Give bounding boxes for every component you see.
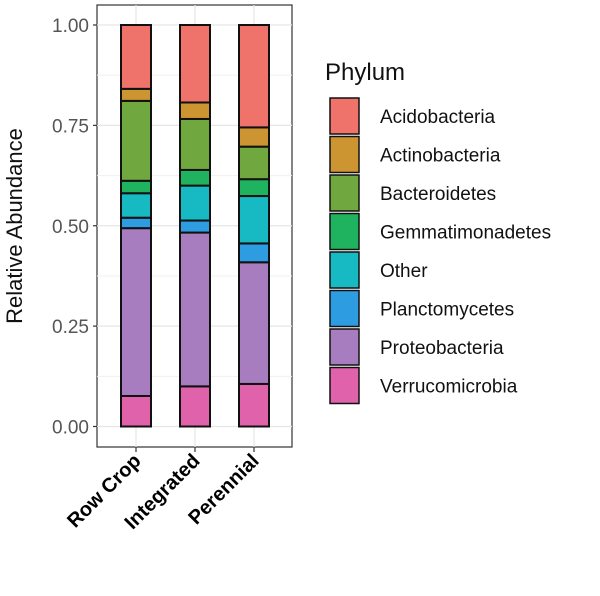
bar-segment-bacteroidetes [120,99,152,182]
bar-segment-gemmatimonadetes [120,179,152,195]
legend-label: Verrucomicrobia [380,377,518,398]
legend-label: Bacteroidetes [380,184,496,205]
y-axis: 0.00 0.25 0.50 0.75 1.00 [52,16,97,439]
y-tick-label: 0.75 [52,116,89,137]
bar-segment-bacteroidetes [179,117,211,171]
bar-segment-verrucomicrobia [179,385,211,428]
legend-label: Proteobacteria [380,338,504,359]
legend-key [329,328,360,366]
legend-label: Actinobacteria [380,146,501,167]
bar-segment-proteobacteria [238,261,270,385]
bar-segment-acidobacteria [179,24,211,104]
bar-segment-bacteroidetes [238,145,270,181]
legend-key [329,174,360,212]
bar-segment-gemmatimonadetes [179,168,211,187]
legend-title: Phylum [325,59,405,86]
legend-key [329,97,360,135]
legend-label: Acidobacteria [380,107,496,128]
bar-segment-actinobacteria [120,87,152,102]
legend-key [329,135,360,174]
legend-label: Other [380,261,428,282]
bar-segment-gemmatimonadetes [238,178,270,198]
y-axis-title: Relative Abundance [2,128,27,324]
y-tick-label: 1.00 [52,16,89,37]
y-tick-label: 0.50 [52,217,89,238]
bar-segment-acidobacteria [120,24,152,90]
y-tick-label: 0.25 [52,317,89,338]
bar-segment-proteobacteria [120,227,152,397]
legend-label: Gemmatimonadetes [380,223,551,244]
bar-segment-other [238,195,270,245]
bar-segment-other [179,184,211,222]
bar-segment-planctomycetes [238,242,270,264]
legend-key [329,212,360,251]
bars [120,24,270,428]
legend-label: Planctomycetes [380,300,514,321]
legend-key [329,251,360,289]
bar-segment-verrucomicrobia [238,382,270,428]
legend-key [329,366,360,405]
y-tick-label: 0.00 [52,418,89,439]
bar-segment-planctomycetes [120,216,152,230]
bar-segment-acidobacteria [238,24,270,129]
legend: AcidobacteriaActinobacteriaBacteroidetes… [329,97,551,405]
bar-segment-proteobacteria [179,231,211,388]
bar-segment-other [120,192,152,219]
bar-segment-planctomycetes [179,219,211,234]
bar-segment-actinobacteria [179,101,211,120]
bar-segment-verrucomicrobia [120,394,152,428]
bar-segment-actinobacteria [238,126,270,148]
legend-key [329,289,360,328]
